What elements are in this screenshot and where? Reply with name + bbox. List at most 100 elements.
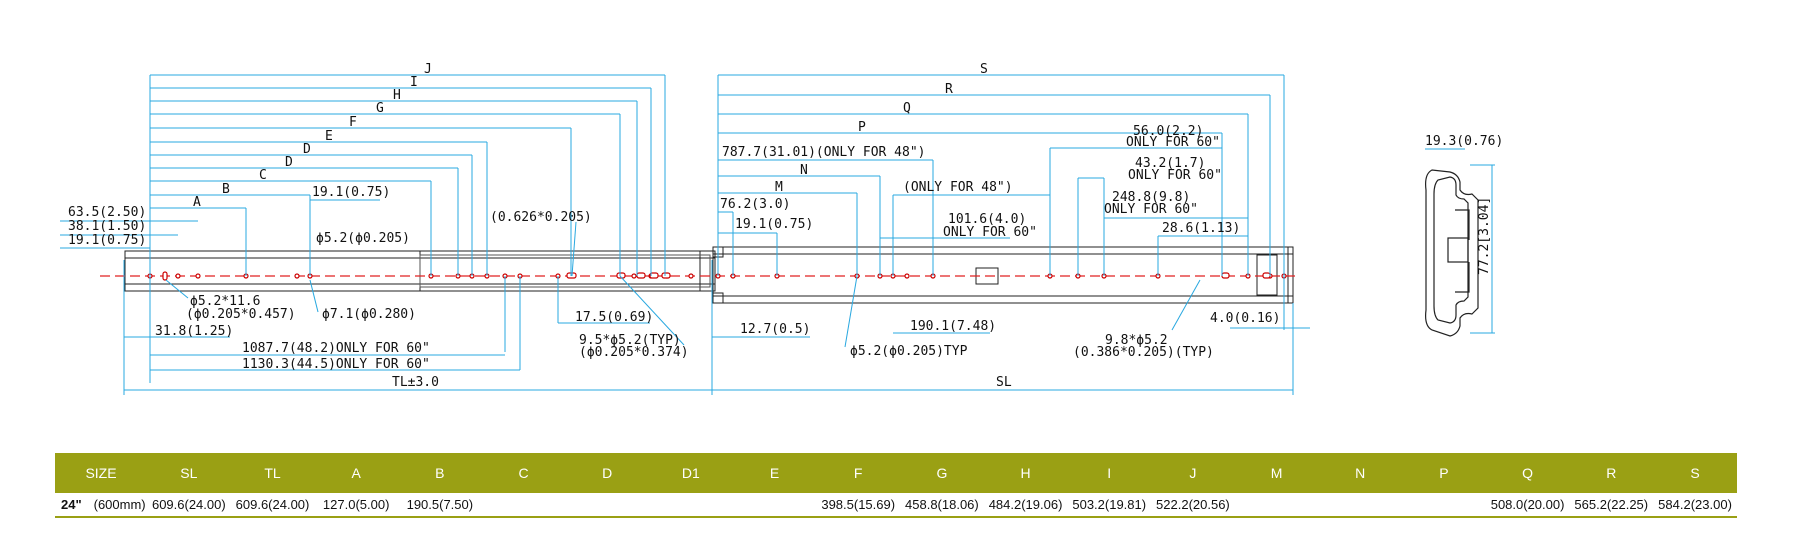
table-cell	[565, 493, 650, 518]
dim-43-2-a: 43.2(1.7)	[1135, 156, 1205, 171]
column-header: P	[1402, 453, 1486, 493]
size-mm: (600mm)	[93, 497, 146, 512]
column-header: Q	[1485, 453, 1570, 493]
dim-phi-typ: ϕ5.2(ϕ0.205)TYP	[850, 344, 968, 359]
label-f: F	[349, 115, 357, 130]
label-p: P	[858, 120, 866, 135]
column-header: M	[1234, 453, 1319, 493]
table-cell: 190.5(7.50)	[398, 493, 482, 518]
dim-190-1: 190.1(7.48)	[910, 319, 996, 334]
dim-hole-7-1: ϕ7.1(ϕ0.280)	[322, 307, 416, 322]
dimension-lines	[60, 74, 1495, 395]
table-cell	[649, 493, 733, 518]
column-header: A	[314, 453, 399, 493]
table-row: 24"(600mm) 609.6(24.00)609.6(24.00)127.0…	[55, 493, 1737, 518]
dim-sl: SL	[996, 375, 1012, 390]
column-header: J	[1151, 453, 1235, 493]
label-q: Q	[903, 101, 911, 116]
table-cell: 484.2(19.06)	[983, 493, 1068, 518]
table-cell: 609.6(24.00)	[230, 493, 315, 518]
dim-248-8-b: ONLY FOR 60"	[1104, 202, 1198, 217]
label-j: J	[424, 62, 432, 77]
table-cell: 398.5(15.69)	[816, 493, 901, 518]
column-header: F	[816, 453, 901, 493]
dim-9-8-b: (0.386*0.205)(TYP)	[1073, 345, 1214, 360]
table-cell	[481, 493, 566, 518]
dim-56-a: 56.0(2.2)	[1133, 124, 1203, 139]
label-n: N	[800, 163, 808, 178]
column-header: D	[565, 453, 650, 493]
table-cell: 522.2(20.56)	[1151, 493, 1235, 518]
dim-typ-a: 9.5*ϕ5.2(TYP)	[579, 333, 681, 348]
dim-4-0: 4.0(0.16)	[1210, 311, 1280, 326]
dim-9-8-a: 9.8*ϕ5.2	[1105, 333, 1168, 348]
table-cell: 565.2(22.25)	[1569, 493, 1654, 518]
dim-17-5: 17.5(0.69)	[575, 310, 653, 325]
dim-19-1-right: 19.1(0.75)	[735, 217, 813, 232]
label-s: S	[980, 62, 988, 77]
label-c: C	[259, 168, 267, 183]
dim-1087-7: 1087.7(48.2)ONLY FOR 60"	[242, 341, 430, 356]
column-header: SL	[147, 453, 231, 493]
dim-248-8-a: 248.8(9.8)	[1112, 190, 1190, 205]
label-i: I	[410, 75, 418, 90]
dim-tl: TL±3.0	[392, 375, 439, 390]
size-inch: 24"	[61, 497, 82, 512]
column-header: N	[1318, 453, 1403, 493]
dim-typ-b: (ϕ0.205*0.374)	[579, 345, 689, 360]
table-cell	[1318, 493, 1403, 518]
section-height: 77.2[3.04]	[1477, 197, 1492, 275]
column-header: G	[900, 453, 984, 493]
dim-31-8: 31.8(1.25)	[155, 324, 233, 339]
dim-12-7: 12.7(0.5)	[740, 322, 810, 337]
label-r: R	[945, 82, 953, 97]
dim-only-48: (ONLY FOR 48")	[903, 180, 1013, 195]
slide-outline	[124, 246, 1294, 304]
column-header: H	[983, 453, 1068, 493]
label-m: M	[775, 180, 783, 195]
label-d: D	[303, 142, 311, 157]
dimension-labels: J I H G F E D D C B A 63.5(2.50) 38.1(1.…	[68, 62, 1503, 390]
dim-phi5-2: ϕ5.2(ϕ0.205)	[316, 231, 410, 246]
column-header: B	[398, 453, 482, 493]
dim-1130-3: 1130.3(44.5)ONLY FOR 60"	[242, 357, 430, 372]
cross-section-profile	[1425, 169, 1479, 337]
column-header: D1	[649, 453, 733, 493]
size-cell: 24" (600mm)	[55, 493, 147, 518]
table-cell: 503.2(19.81)	[1067, 493, 1152, 518]
dim-101-6-b: ONLY FOR 60"	[943, 225, 1037, 240]
table-cell	[1402, 493, 1486, 518]
dim-787-7: 787.7(31.01)(ONLY FOR 48")	[722, 145, 926, 160]
column-header: E	[732, 453, 817, 493]
label-d1: D	[285, 155, 293, 170]
column-header: TL	[230, 453, 315, 493]
table-cell	[1234, 493, 1319, 518]
label-b: B	[222, 182, 230, 197]
dim-43-2-b: ONLY FOR 60"	[1128, 168, 1222, 183]
dim-slot1-a: ϕ5.2*11.6	[190, 294, 260, 309]
label-e: E	[325, 129, 333, 144]
column-header: R	[1569, 453, 1654, 493]
table-cell: 584.2(23.00)	[1653, 493, 1737, 518]
dim-slot1-b: (ϕ0.205*0.457)	[186, 307, 296, 322]
column-header: S	[1653, 453, 1737, 493]
column-header: SIZE	[55, 453, 147, 493]
label-h: H	[393, 88, 401, 103]
column-header: I	[1067, 453, 1152, 493]
table-cell: 609.6(24.00)	[147, 493, 231, 518]
dim-28-6: 28.6(1.13)	[1162, 221, 1240, 236]
dim-76-2: 76.2(3.0)	[720, 197, 790, 212]
label-a: A	[193, 195, 201, 210]
column-header: C	[481, 453, 566, 493]
dim-slot-small: (0.626*0.205)	[490, 210, 592, 225]
dim-63-5: 63.5(2.50)	[68, 205, 146, 220]
dim-101-6-a: 101.6(4.0)	[948, 212, 1026, 227]
table-cell: 127.0(5.00)	[314, 493, 399, 518]
label-g: G	[376, 101, 384, 116]
dim-19-1-left: 19.1(0.75)	[68, 233, 146, 248]
dim-56-b: ONLY FOR 60"	[1126, 135, 1220, 150]
table-cell: 508.0(20.00)	[1485, 493, 1570, 518]
